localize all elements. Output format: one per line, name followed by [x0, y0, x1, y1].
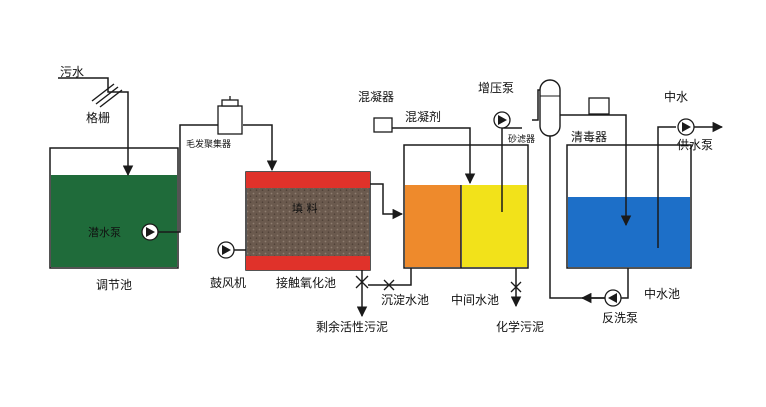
- backwash-pump-icon: [604, 289, 622, 307]
- disinfector-label: 清毒器: [571, 130, 607, 144]
- sand-filter-label: 砂滤器: [508, 133, 535, 145]
- regulating-tank: [49, 147, 179, 269]
- sand-filter-icon: [539, 79, 561, 137]
- sedimentation-water: [405, 185, 461, 267]
- pipes: [58, 77, 724, 318]
- submersible-pump-icon: [141, 223, 159, 241]
- regulating-tank-water: [51, 175, 177, 267]
- reclaimed-tank-label: 中水池: [644, 286, 680, 301]
- hair-collector-to-oxidation-pipe: [243, 124, 278, 172]
- coagulant-pipe: [388, 127, 476, 185]
- booster-pump-label: 增压泵: [478, 81, 514, 95]
- coagulator-icon: [373, 117, 393, 133]
- backwash-return-pipe: [620, 268, 629, 299]
- intermediate-tank-label: 中间水池: [451, 292, 499, 307]
- excess-sludge-valve-icon: [355, 275, 369, 289]
- grille-icon: [91, 83, 123, 108]
- blower-icon: [217, 241, 235, 259]
- reclaimed-water-tank: [566, 144, 692, 269]
- grille-label: 格栅: [86, 110, 110, 125]
- booster-pump-icon: [493, 111, 511, 129]
- reclaimed-water-label: 中水: [664, 89, 688, 104]
- sewage-in-label: 污水: [60, 65, 84, 79]
- sludge-return-pipe: [368, 268, 412, 286]
- sedimentation-tank-label: 沉淀水池: [381, 293, 429, 307]
- sedimentation-intermediate-tank: [403, 144, 529, 269]
- chemical-sludge-valve-icon: [510, 281, 522, 293]
- reclaimed-water: [568, 197, 690, 267]
- disinfector-icon: [588, 97, 610, 115]
- excess-sludge-label: 剩余活性污泥: [316, 319, 388, 334]
- oxidation-bottom-band: [246, 256, 370, 270]
- sludge-return-valve-icon: [383, 279, 395, 291]
- hair-collector-label: 毛发聚集器: [186, 138, 231, 150]
- chemical-sludge-label: 化学污泥: [496, 319, 544, 334]
- filler-block: [247, 188, 369, 256]
- pump-to-hair-collector-pipe: [158, 124, 218, 233]
- blower-label: 鼓风机: [210, 276, 246, 290]
- contact-oxidation-tank: [245, 171, 371, 271]
- intermediate-water: [462, 185, 527, 267]
- coagulant-label: 混凝剂: [405, 109, 441, 124]
- supply-pump-label: 供水泵: [677, 138, 713, 152]
- inflow-pipe: [58, 77, 134, 177]
- contact-oxidation-label: 接触氧化池: [276, 275, 336, 290]
- sand-filter-to-reclaimed-pipe: [560, 114, 632, 227]
- filler-label: 填 料: [292, 201, 318, 215]
- coagulator-label: 混凝器: [358, 89, 394, 104]
- regulating-tank-label: 调节池: [96, 278, 132, 292]
- backwash-pump-label: 反洗泵: [602, 311, 638, 325]
- supply-pump-icon: [677, 118, 695, 136]
- oxidation-to-sedimentation-pipe: [370, 183, 404, 220]
- reclaimed-supply-pipe: [657, 126, 676, 248]
- submersible-pump-label: 潜水泵: [88, 225, 121, 239]
- oxidation-top-band: [246, 172, 370, 188]
- hair-collector-icon: [217, 96, 243, 135]
